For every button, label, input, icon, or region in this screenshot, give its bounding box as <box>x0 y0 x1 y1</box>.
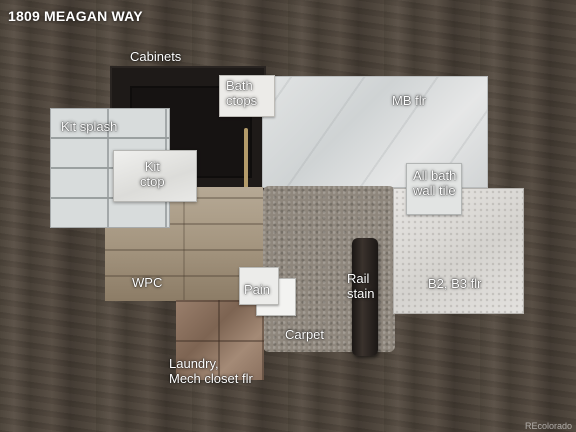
kitchen-countertop-sample <box>113 150 197 202</box>
label-bath-ctops: Bath ctops <box>226 78 258 109</box>
label-paint: Pain <box>244 282 271 297</box>
watermark-credit: REcolorado <box>524 421 572 431</box>
bath-countertop-sample <box>219 75 275 117</box>
label-carpet: Carpet <box>285 327 325 342</box>
label-rail-stain: Rail stain <box>347 271 375 302</box>
label-rail-stain-line1: Rail <box>347 271 370 286</box>
label-wpc: WPC <box>132 275 163 290</box>
paint-chip-front <box>239 267 279 305</box>
label-kit-ctop-line2: ctop <box>140 173 165 189</box>
page-title: 1809 MEAGAN WAY <box>8 8 143 24</box>
label-b2-b3-flr: B2, B3 flr <box>428 276 482 291</box>
label-rail-stain-line2: stain <box>347 285 375 301</box>
label-laundry-line1: Laundry, <box>169 356 219 371</box>
label-laundry-mech: Laundry, Mech closet flr <box>169 356 253 387</box>
label-cabinets: Cabinets <box>130 49 182 64</box>
bath-wall-tile-sample <box>406 163 462 215</box>
label-kit-ctop: Kit ctop <box>140 159 165 190</box>
label-all-bath-wall-tile: All bath wall tile <box>413 168 457 199</box>
label-all-bath-line2: wall tile <box>413 182 456 198</box>
label-laundry-line2: Mech closet flr <box>169 370 253 386</box>
laundry-tile-grout <box>176 300 264 380</box>
label-all-bath-line1: All bath <box>413 168 457 183</box>
label-bath-ctops-line2: ctops <box>226 92 258 108</box>
label-kit-ctop-line1: Kit <box>144 159 160 174</box>
label-bath-ctops-line1: Bath <box>226 78 253 93</box>
rail-stain-sample <box>352 238 378 356</box>
label-mb-flr: MB flr <box>392 93 426 108</box>
label-kit-splash: Kit splash <box>61 119 118 134</box>
laundry-floor-tile-sample <box>176 300 264 380</box>
cabinet-handle <box>244 128 248 190</box>
